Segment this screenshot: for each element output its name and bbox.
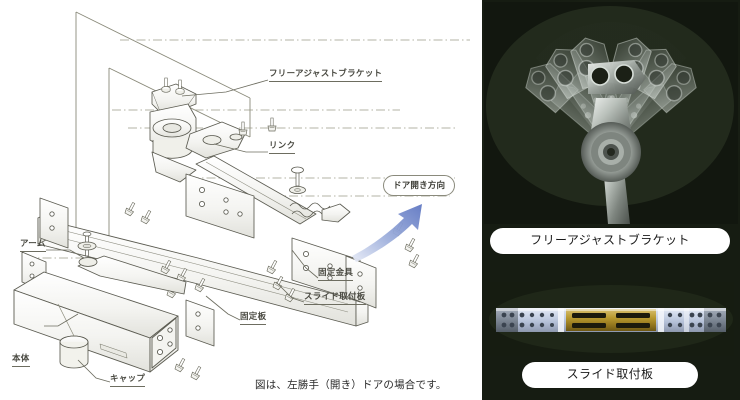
label-slide-mounting-plate: スライド取付板 bbox=[304, 292, 366, 305]
door-open-direction-callout: ドア開き方向 bbox=[383, 175, 456, 196]
label-cap: キャップ bbox=[110, 374, 146, 387]
door-open-arrow bbox=[352, 204, 422, 262]
exploded-diagram-panel: フリーアジャストブラケット リンク アーム 固定金具 スライド取付板 固定板 本… bbox=[12, 11, 470, 391]
free-adjust-bracket-photo bbox=[484, 2, 738, 224]
diagram-caption: 図は、左勝手（開き）ドアの場合です。 bbox=[255, 379, 447, 391]
door-closer-line-drawing bbox=[13, 11, 470, 383]
label-main-body: 本体 bbox=[12, 354, 30, 367]
slide-mounting-plate-photo bbox=[488, 282, 734, 356]
product-photo-panel: フリーアジャストブラケット bbox=[482, 0, 740, 400]
slide-plate-photo-label: スライド取付板 bbox=[522, 362, 698, 388]
label-free-adjust-bracket: フリーアジャストブラケット bbox=[269, 69, 383, 82]
label-arm: アーム bbox=[20, 239, 46, 252]
bracket-photo-label: フリーアジャストブラケット bbox=[490, 228, 730, 254]
label-fixing-plate: 固定板 bbox=[240, 312, 267, 325]
label-fixing-metal: 固定金具 bbox=[318, 268, 354, 281]
label-link: リンク bbox=[269, 141, 296, 154]
